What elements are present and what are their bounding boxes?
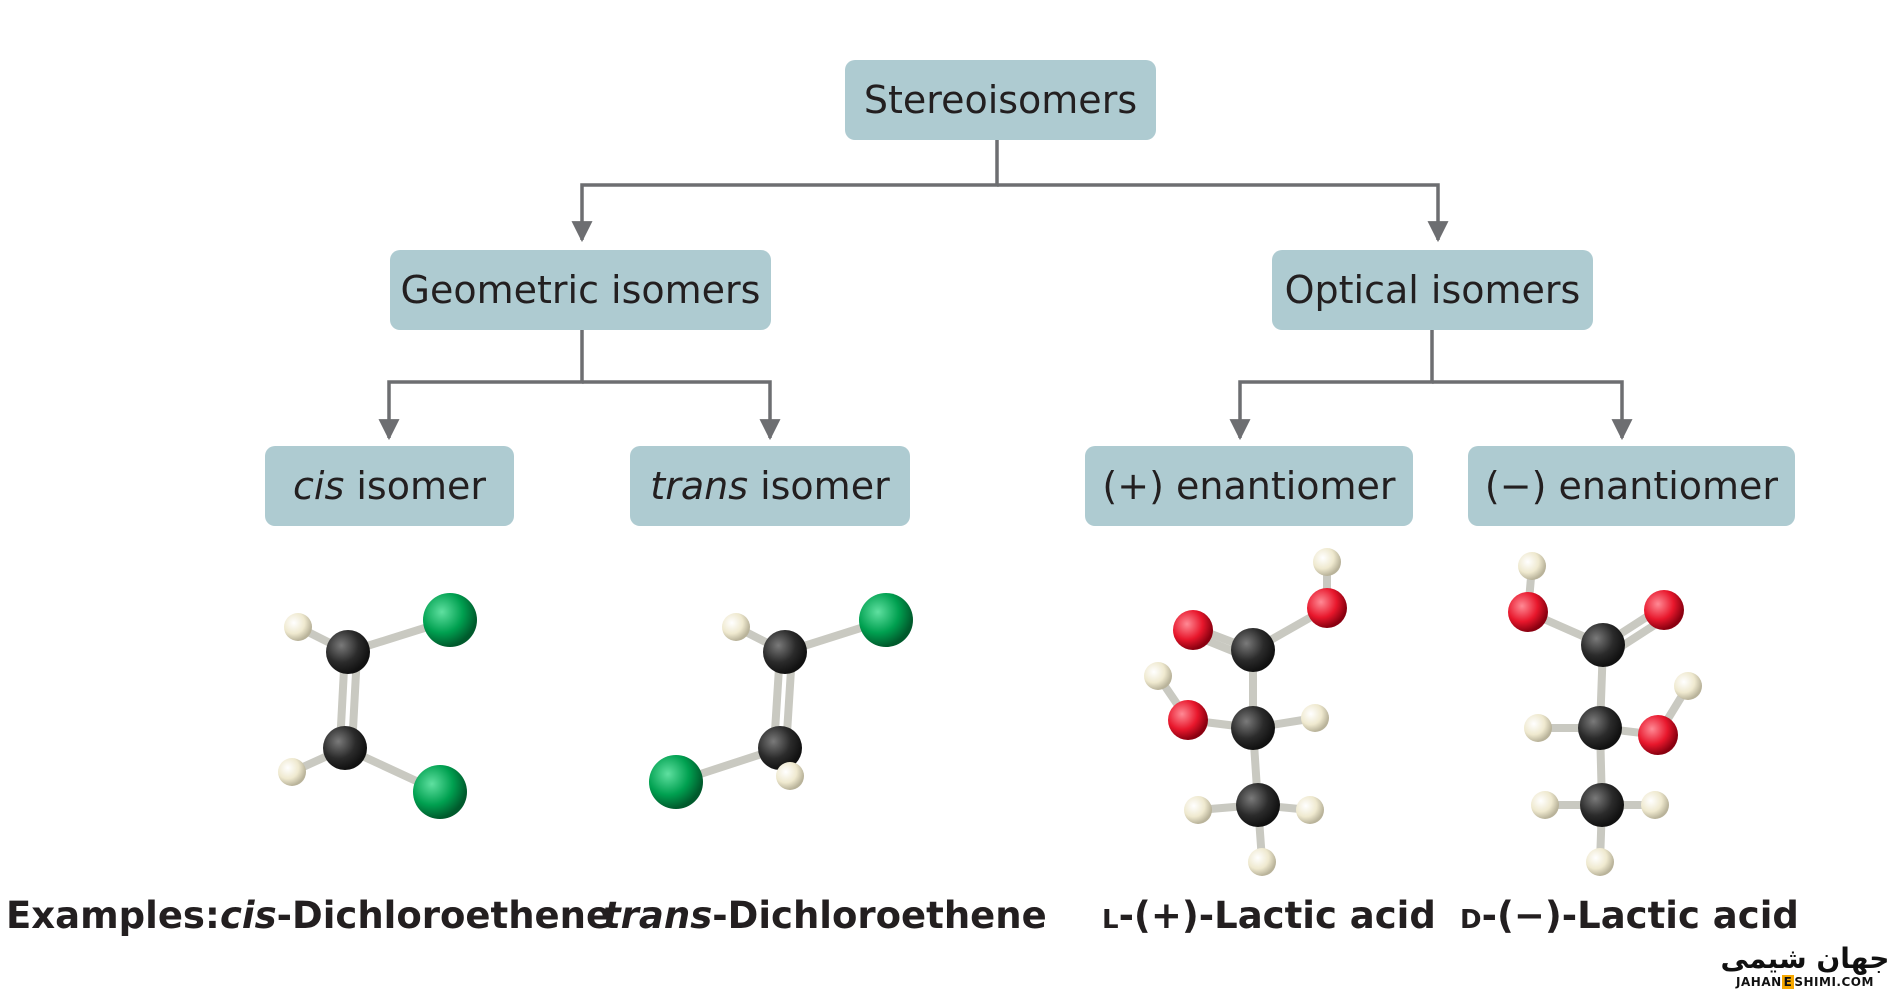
trans-dichloroethene-caption: trans-Dichloroethene: [603, 894, 1047, 950]
cis-dichloroethene-caption: cis-Dichloroethene: [220, 894, 611, 950]
d-lactic-acid-model: [1508, 552, 1702, 876]
cis-isomer-label: cis isomer: [293, 464, 486, 508]
watermark-site-b: SHIMI.COM: [1794, 975, 1874, 989]
edge-optical-to-plus: [1229, 330, 1434, 441]
trans-dichloroethene-name: -Dichloroethene: [712, 894, 1047, 937]
trans-prefix: trans: [650, 464, 748, 508]
edge-geometric-to-trans: [582, 380, 781, 441]
geometric-isomers-label: Geometric isomers: [400, 268, 761, 312]
d-lactic-acid-name: -(−)-Lactic acid: [1481, 894, 1799, 937]
plus-enantiomer-box: (+) enantiomer: [1085, 446, 1413, 526]
plus-enantiomer-label: (+) enantiomer: [1102, 464, 1396, 508]
edge-geometric-to-cis: [378, 330, 584, 441]
d-lactic-acid-prefix: D: [1460, 905, 1482, 935]
trans-dichloroethene-prefix: trans: [603, 894, 713, 937]
stereoisomers-box: Stereoisomers: [845, 60, 1156, 140]
l-lactic-acid-model: [1144, 548, 1347, 876]
cis-dichloroethene-name: -Dichloroethene: [276, 894, 612, 937]
l-lactic-acid-name: -(+)-Lactic acid: [1118, 894, 1436, 937]
cis-suffix: isomer: [344, 464, 486, 508]
cis-dichloroethene-model: [278, 593, 477, 819]
watermark-site-e: E: [1781, 975, 1795, 989]
edge-root-to-optical: [997, 183, 1449, 243]
edge-optical-to-minus: [1432, 380, 1633, 441]
trans-dichloroethene-model: [649, 593, 913, 809]
cis-prefix: cis: [293, 464, 345, 508]
minus-enantiomer-box: (−) enantiomer: [1468, 446, 1795, 526]
l-lactic-acid-caption: L-(+)-Lactic acid: [1102, 894, 1436, 950]
optical-isomers-box: Optical isomers: [1272, 250, 1593, 330]
tree-edges: [378, 140, 1633, 441]
trans-suffix: isomer: [748, 464, 890, 508]
watermark-site-a: JAHAN: [1736, 975, 1782, 989]
edge-root-to-geometric: [571, 140, 999, 243]
examples-label: Examples:: [6, 894, 220, 937]
stereoisomers-label: Stereoisomers: [863, 78, 1138, 122]
d-lactic-acid-caption: D-(−)-Lactic acid: [1460, 894, 1799, 950]
watermark-brand: جهان شیمی: [1720, 942, 1890, 975]
l-lactic-acid-prefix: L: [1102, 905, 1119, 935]
trans-isomer-label: trans isomer: [650, 464, 889, 508]
trans-isomer-box: trans isomer: [630, 446, 910, 526]
cis-isomer-box: cis isomer: [265, 446, 514, 526]
optical-isomers-label: Optical isomers: [1284, 268, 1581, 312]
cis-dichloroethene-prefix: cis: [220, 894, 277, 937]
minus-enantiomer-label: (−) enantiomer: [1484, 464, 1779, 508]
geometric-isomers-box: Geometric isomers: [390, 250, 771, 330]
